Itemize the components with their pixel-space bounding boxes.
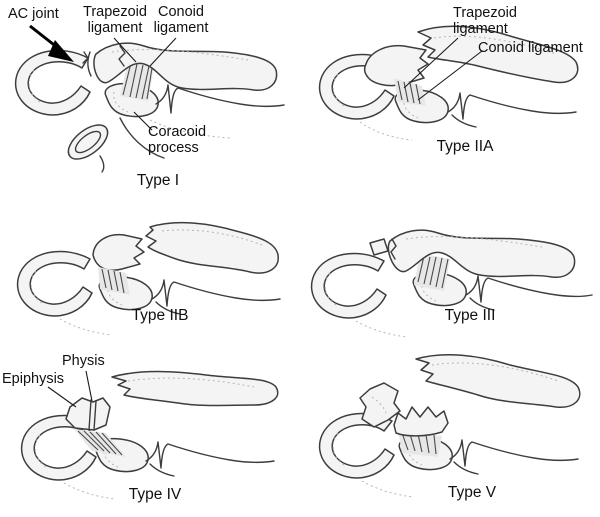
- label-conoid-ligament: Conoid ligament: [153, 4, 209, 37]
- displaced-clavicle: [145, 221, 279, 274]
- displaced-clavicle: [415, 354, 581, 408]
- label-ac-joint: AC joint: [8, 6, 59, 22]
- articular-fracture-fragment: [369, 238, 397, 260]
- inferior-fragment: [393, 406, 449, 437]
- caption-type-v: Type V: [447, 484, 497, 501]
- coracoclavicular-ligaments: [120, 62, 154, 101]
- caption-type-iii: Type III: [444, 307, 496, 324]
- illustration-type-iia: [318, 25, 579, 141]
- panel-type-iv: Physis Epiphysis Type IV: [0, 345, 300, 517]
- coracoclavicular-ligaments: [394, 78, 426, 106]
- panel-type-iia: Trapezoid ligament Conoid ligament Type …: [300, 0, 600, 195]
- glenoid: [67, 117, 165, 173]
- clavicle: [387, 229, 576, 278]
- scapula-outline: [361, 439, 579, 498]
- caption-type-iv: Type IV: [128, 486, 182, 503]
- label-trapezoid-ligament: Trapezoid ligament: [453, 5, 517, 38]
- illustration-type-iii: [310, 229, 593, 338]
- displaced-clavicle: [111, 370, 279, 407]
- acromion: [20, 414, 97, 481]
- scapula-outline: [359, 92, 577, 141]
- label-physis: Physis: [62, 353, 105, 369]
- label-pointer-lines: [47, 370, 93, 408]
- displaced-clavicle: [417, 25, 579, 84]
- epiphysis-fragment: [65, 397, 111, 431]
- illustration-type-v: [318, 354, 581, 498]
- distal-clavicle-fragment: [92, 233, 145, 271]
- distal-clavicle-fragment: [359, 382, 401, 428]
- caption-type-i: Type I: [136, 172, 180, 189]
- coracoclavicular-ligaments: [398, 431, 442, 457]
- scapula-outline: [355, 275, 593, 338]
- panel-type-iib: Type IIB: [0, 195, 300, 345]
- coracoclavicular-ligaments: [98, 267, 130, 295]
- panel-type-i: AC joint Trapezoid ligament Conoid ligam…: [0, 0, 300, 195]
- illustration-type-iv: [20, 370, 279, 500]
- coracoclavicular-ligaments: [74, 429, 126, 457]
- label-epiphysis: Epiphysis: [2, 371, 65, 387]
- illustration-type-i: [14, 24, 285, 173]
- scapula-outline: [63, 441, 275, 500]
- panel-type-v: Type V: [300, 345, 600, 517]
- label-pointer-lines: [403, 37, 483, 101]
- label-coracoid-process: Coracoid process: [148, 124, 207, 157]
- acromion: [16, 250, 93, 317]
- acromion: [310, 252, 387, 319]
- acromion: [318, 53, 395, 120]
- label-conoid-ligament: Conoid ligament: [478, 40, 583, 56]
- coracoclavicular-ligaments: [414, 253, 450, 291]
- caption-type-iia: Type IIA: [436, 138, 494, 155]
- label-trapezoid-ligament: Trapezoid ligament: [83, 4, 147, 37]
- caption-type-iib: Type IIB: [131, 307, 189, 324]
- panel-type-iii: Type III: [300, 195, 600, 345]
- ac-joint-arrow-icon: [29, 24, 74, 62]
- illustration-type-iib: [16, 221, 281, 336]
- scapula-outline: [59, 279, 281, 336]
- label-pointer-lines: [113, 37, 177, 131]
- fracture-marks: [82, 45, 126, 77]
- scapula-outline: [149, 84, 285, 139]
- acromion: [318, 412, 395, 479]
- acromion: [14, 49, 91, 116]
